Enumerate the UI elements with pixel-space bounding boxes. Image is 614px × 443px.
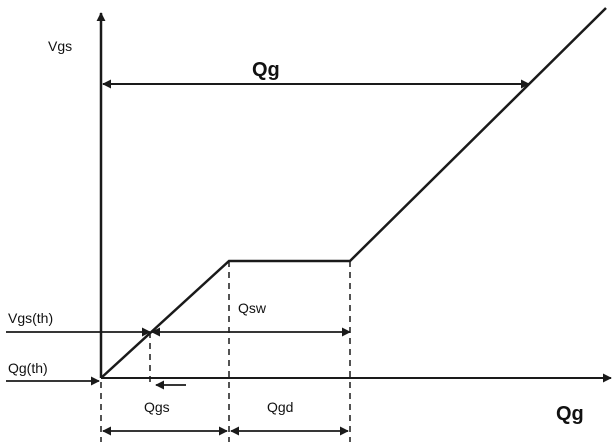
x-axis-label: Qg	[556, 403, 584, 425]
total-qg-label: Qg	[252, 59, 280, 81]
vgs-th-label: Vgs(th)	[8, 310, 53, 326]
qgd-label: Qgd	[267, 399, 293, 415]
y-axis-label: Vgs	[48, 38, 72, 54]
qgs-label: Qgs	[144, 399, 170, 415]
gate-charge-curve	[100, 7, 607, 379]
qg-th-label: Qg(th)	[8, 360, 48, 376]
qsw-label: Qsw	[238, 300, 267, 316]
